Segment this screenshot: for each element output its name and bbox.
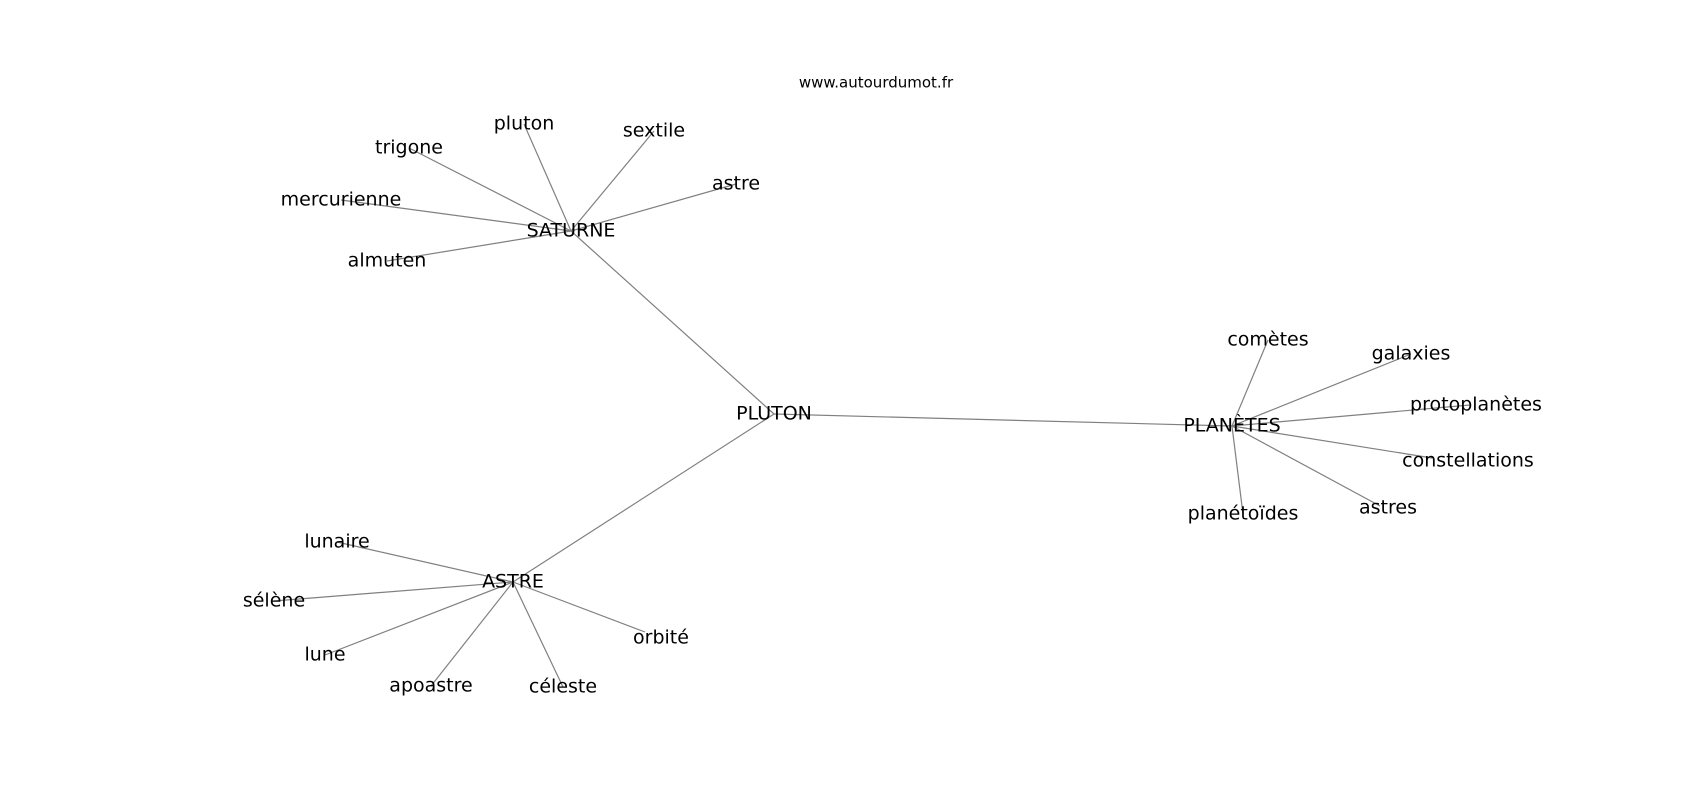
node-almuten[interactable]: almuten: [348, 250, 427, 272]
edge-astre-lune: [324, 581, 514, 656]
node-astre[interactable]: ASTRE: [482, 571, 544, 593]
node-astre[interactable]: astre: [712, 173, 760, 195]
node-sextile[interactable]: sextile: [623, 120, 685, 142]
edge-planetes-astres: [1231, 425, 1381, 507]
node-constellations[interactable]: constellations: [1402, 450, 1534, 472]
node-cometes[interactable]: comètes: [1227, 329, 1308, 351]
edge-astre-selene: [273, 581, 514, 602]
edges-layer: [273, 123, 1471, 688]
edge-planetes-planetoides: [1231, 425, 1244, 515]
node-selene[interactable]: sélène: [243, 590, 305, 612]
edge-planetes-constellations: [1231, 425, 1433, 459]
node-pluton[interactable]: PLUTON: [736, 403, 812, 425]
edge-pluton-astre: [512, 413, 775, 583]
node-lune[interactable]: lune: [304, 644, 345, 666]
edge-astre-orbite: [512, 581, 646, 633]
edge-planetes-cometes: [1231, 339, 1269, 427]
node-lunaire[interactable]: lunaire: [304, 531, 369, 553]
node-apoastre[interactable]: apoastre: [389, 675, 472, 697]
edge-pluton-planetes: [773, 413, 1233, 427]
edge-planetes-protoplanetes: [1231, 404, 1471, 427]
edge-astre-lunaire: [336, 541, 514, 583]
node-mercurienne[interactable]: mercurienne: [281, 189, 402, 211]
site-watermark: www.autourdumot.fr: [799, 74, 954, 92]
edge-saturne-pluton: [523, 123, 572, 232]
node-saturne[interactable]: SATURNE: [527, 220, 616, 242]
node-orbite[interactable]: orbité: [633, 627, 689, 649]
node-planetoides[interactable]: planétoïdes: [1188, 503, 1299, 525]
edge-saturne-mercurienne: [340, 199, 572, 232]
edge-saturne-sextile: [570, 130, 655, 232]
node-pluton[interactable]: pluton: [494, 113, 555, 135]
edge-pluton-saturne: [570, 230, 775, 415]
node-astres[interactable]: astres: [1359, 497, 1417, 519]
edge-planetes-galaxies: [1231, 353, 1412, 427]
node-celeste[interactable]: céleste: [529, 676, 597, 698]
node-protoplanetes[interactable]: protoplanètes: [1410, 394, 1542, 416]
edge-saturne-astre: [570, 183, 737, 232]
node-trigone[interactable]: trigone: [375, 137, 443, 159]
node-planetes[interactable]: PLANÈTES: [1183, 414, 1280, 437]
labels-layer: www.autourdumot.fr PLUTON SATURNE pluton se…: [243, 74, 1542, 698]
edge-saturne-trigone: [408, 147, 572, 232]
node-galaxies[interactable]: galaxies: [1372, 343, 1451, 365]
edge-astre-apoastre: [430, 581, 514, 687]
edge-astre-celeste: [512, 581, 564, 688]
edge-saturne-almuten: [386, 230, 572, 262]
